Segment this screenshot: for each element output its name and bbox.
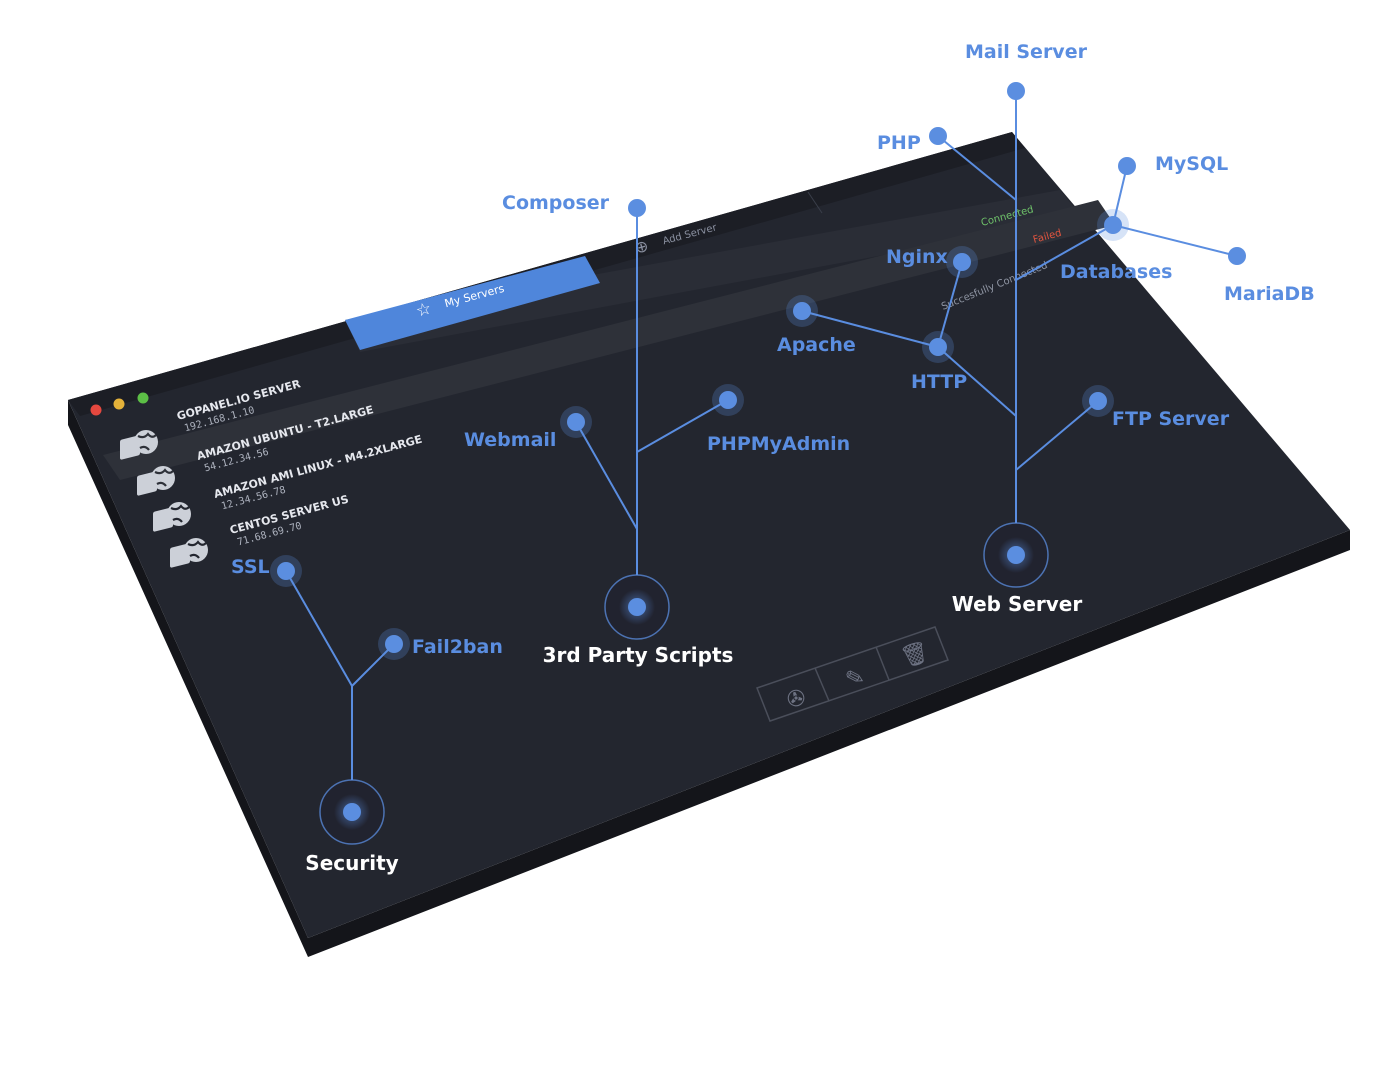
node-nginx[interactable] bbox=[953, 253, 971, 271]
node-composer[interactable] bbox=[628, 199, 646, 217]
tab-my-servers[interactable] bbox=[345, 256, 600, 350]
hub-ring bbox=[983, 522, 1049, 588]
server-globe-icon-globe bbox=[134, 430, 158, 454]
hub-dot bbox=[1007, 546, 1025, 564]
hub-security[interactable] bbox=[319, 779, 385, 845]
server-globe-icon-globe bbox=[184, 538, 208, 562]
server-globe-icon-land bbox=[170, 504, 190, 523]
node-mysql[interactable] bbox=[1118, 157, 1136, 175]
server-globe-icon-land bbox=[187, 540, 207, 559]
hub-dot bbox=[628, 598, 646, 616]
hub-ring bbox=[604, 574, 670, 640]
node-mail-server[interactable] bbox=[1007, 82, 1025, 100]
server-globe-icon-globe bbox=[151, 466, 175, 490]
diagram-edges bbox=[285, 91, 1238, 780]
label-nginx: Nginx bbox=[886, 246, 948, 268]
tab-strip bbox=[345, 190, 1083, 352]
node-ftp-server[interactable] bbox=[1089, 392, 1107, 410]
label-ftp-server: FTP Server bbox=[1112, 408, 1230, 430]
hub-dot bbox=[343, 803, 361, 821]
close-button[interactable] bbox=[90, 404, 102, 416]
edge-apache bbox=[801, 310, 939, 348]
diagram-labels: SSL Fail2ban Webmail PHPMyAdmin Composer… bbox=[231, 41, 1315, 875]
server-globe-icon-land bbox=[154, 468, 174, 487]
node-webmail[interactable] bbox=[567, 413, 585, 431]
maximize-button[interactable] bbox=[137, 392, 149, 404]
server-globe-icon-land bbox=[137, 432, 157, 451]
server-item-icon-only[interactable] bbox=[170, 538, 208, 568]
tab-divider bbox=[807, 191, 823, 214]
star-icon: ☆ bbox=[414, 299, 434, 322]
toolbar-divider bbox=[875, 646, 890, 681]
node-ssl[interactable] bbox=[277, 562, 295, 580]
label-hub-security: Security bbox=[305, 851, 398, 875]
node-fail2ban[interactable] bbox=[385, 635, 403, 653]
label-mail-server: Mail Server bbox=[965, 41, 1088, 63]
edge-mysql bbox=[1112, 165, 1128, 226]
label-ssl: SSL bbox=[231, 556, 270, 578]
label-fail2ban: Fail2ban bbox=[412, 636, 503, 658]
edge-databases-branch bbox=[1015, 224, 1114, 281]
edge-php bbox=[937, 135, 1017, 201]
server-globe-icon-globe bbox=[167, 502, 191, 526]
server-row-selected[interactable] bbox=[103, 200, 1115, 480]
edge-mariadb bbox=[1112, 224, 1238, 257]
label-hub-web: Web Server bbox=[952, 592, 1083, 616]
minimize-button[interactable] bbox=[113, 398, 125, 410]
hub-web-server[interactable] bbox=[983, 522, 1049, 588]
node-http[interactable] bbox=[929, 338, 947, 356]
node-php[interactable] bbox=[929, 127, 947, 145]
label-hub-scripts: 3rd Party Scripts bbox=[543, 643, 734, 667]
label-webmail: Webmail bbox=[464, 429, 556, 451]
edge-webmail bbox=[575, 421, 638, 530]
node-databases[interactable] bbox=[1104, 216, 1122, 234]
hub-3rd-party-scripts[interactable] bbox=[604, 574, 670, 640]
label-mariadb: MariaDB bbox=[1224, 283, 1315, 305]
label-php: PHP bbox=[877, 132, 921, 154]
node-phpmyadmin[interactable] bbox=[719, 391, 737, 409]
edge-http-branch bbox=[937, 346, 1017, 417]
label-http: HTTP bbox=[911, 371, 967, 393]
edge-ssl bbox=[285, 570, 353, 687]
label-apache: Apache bbox=[777, 334, 856, 356]
node-apache[interactable] bbox=[793, 302, 811, 320]
label-databases: Databases bbox=[1060, 261, 1172, 283]
toolbar-divider bbox=[814, 667, 830, 702]
edge-phpmyadmin bbox=[636, 399, 729, 453]
label-phpmyadmin: PHPMyAdmin bbox=[707, 433, 850, 455]
node-mariadb[interactable] bbox=[1228, 247, 1246, 265]
edge-nginx bbox=[937, 261, 963, 348]
label-mysql: MySQL bbox=[1155, 153, 1228, 175]
edge-fail2ban bbox=[351, 643, 395, 687]
hub-ring bbox=[319, 779, 385, 845]
diagram-nodes bbox=[270, 82, 1246, 660]
edge-ftp bbox=[1015, 400, 1099, 471]
label-composer: Composer bbox=[502, 192, 610, 214]
